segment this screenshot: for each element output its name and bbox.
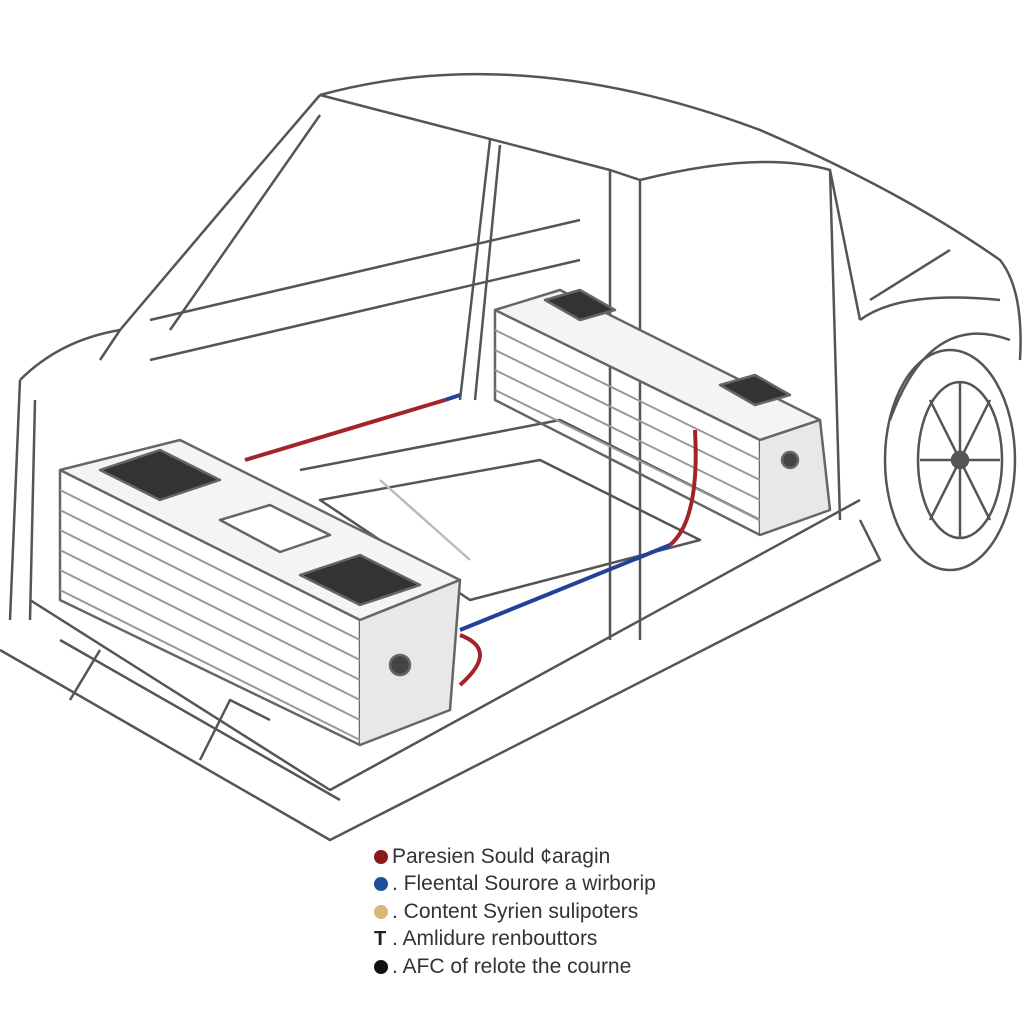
legend-item: Paresien Sould ¢aragin xyxy=(374,843,656,871)
legend-label: . Content Syrien sulipoters xyxy=(392,899,639,923)
black-dot-icon xyxy=(374,959,388,974)
wires xyxy=(244,393,698,687)
legend-label: . Amlidure renbouttors xyxy=(392,927,598,951)
legend-item: . Fleental Sourore a wirborip xyxy=(374,871,656,899)
red-dot-icon xyxy=(374,849,388,864)
battery-pack-rear xyxy=(493,288,832,537)
legend: Paresien Sould ¢aragin . Fleental Souror… xyxy=(374,843,656,981)
tan-dot-icon xyxy=(374,904,388,919)
t-letter-icon: T xyxy=(374,927,387,950)
car-body-frame xyxy=(8,72,1022,640)
legend-item: . Content Syrien sulipoters xyxy=(374,898,656,926)
legend-label: . AFC of relote the courne xyxy=(392,954,632,978)
battery-pack-front xyxy=(58,438,462,747)
legend-label: Paresien Sould ¢aragin xyxy=(392,844,611,868)
blue-dot-icon xyxy=(374,877,388,892)
legend-item: T . Amlidure renbouttors xyxy=(374,926,656,954)
legend-label: . Fleental Sourore a wirborip xyxy=(392,872,656,896)
legend-item: . AFC of relote the courne xyxy=(374,953,656,981)
wheel xyxy=(883,332,1017,572)
